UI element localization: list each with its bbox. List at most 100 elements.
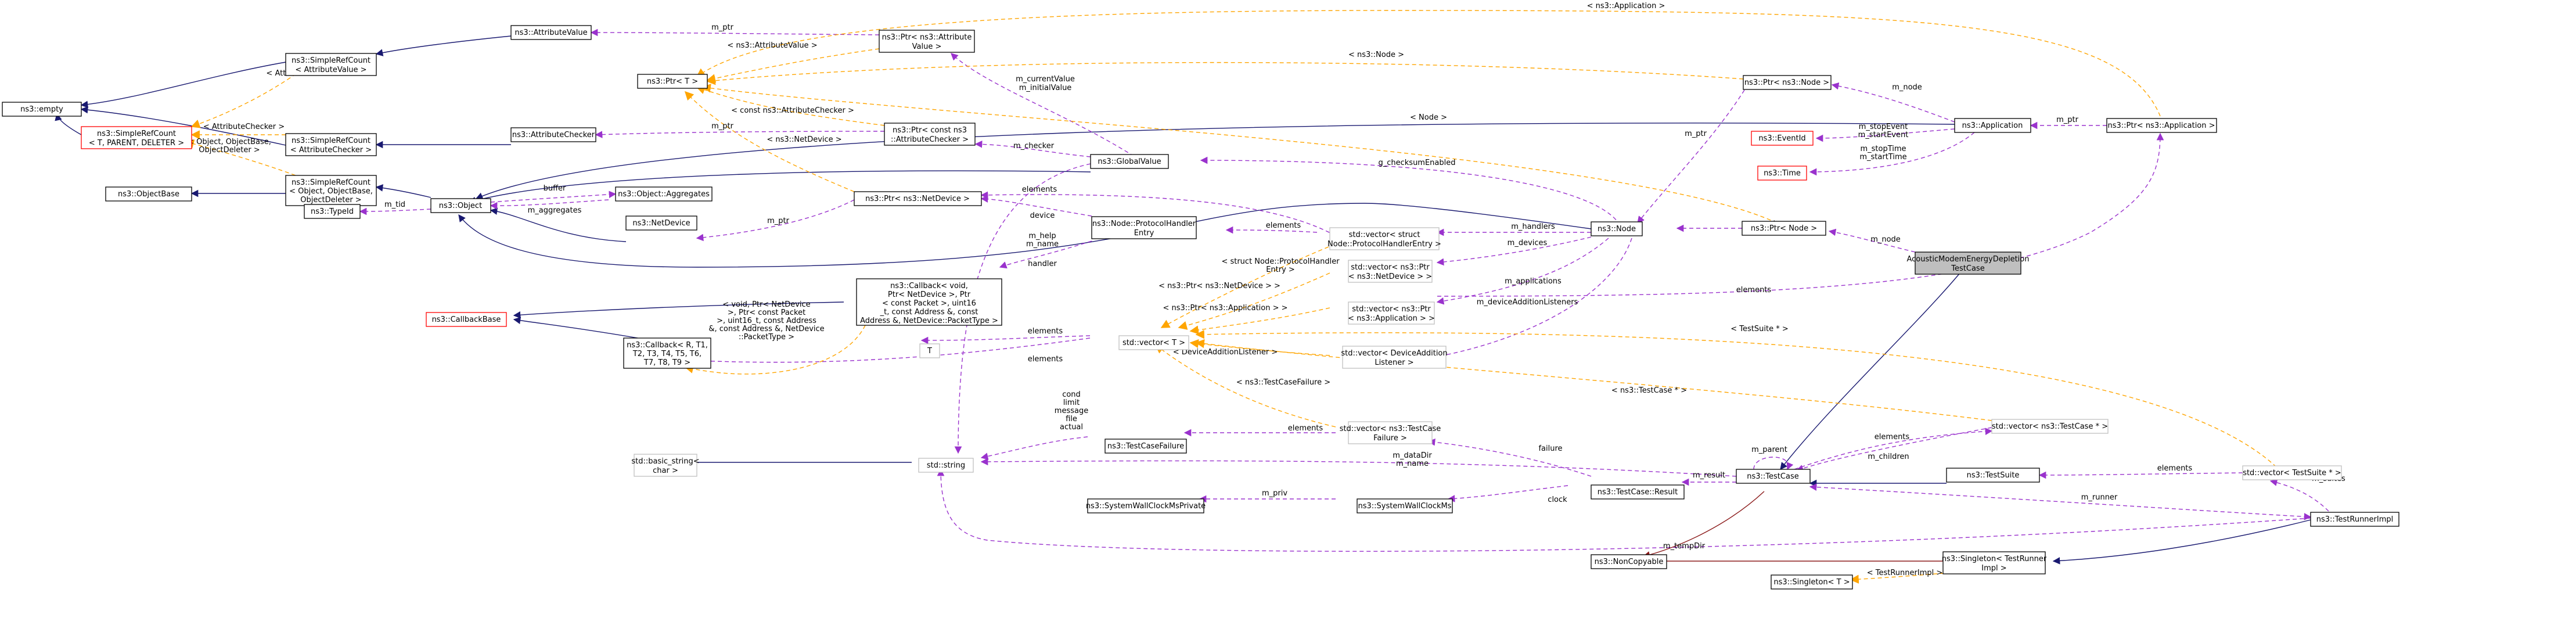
node-netDevice[interactable]: ns3::NetDevice [625,215,697,231]
edge-label: m_devices [1508,239,1548,247]
node-time[interactable]: ns3::Time [1757,166,1807,181]
node-label: std::vector< TestSuite * > [2243,469,2341,477]
node-label: ns3::AttributeValue [515,28,587,37]
edge-label: ObjectDeleter > [199,146,260,155]
node-attrChecker[interactable]: ns3::AttributeChecker [510,127,596,142]
edge-tmpl-ptrAttrValue-ptrT [706,48,880,83]
node-label: ns3::Time [1764,169,1801,178]
edge-use-application-time [1809,132,1975,176]
node-ptrT[interactable]: ns3::Ptr< T > [637,74,708,89]
node-ptrNode[interactable]: ns3::Ptr< ns3::Node > [1743,75,1832,90]
node-label: ns3::GlobalValue [1098,157,1161,166]
node-node[interactable]: ns3::Node [1591,221,1643,236]
edge-use-node-vecDevAdd [1436,238,1632,360]
node-vectorT[interactable]: std::vector< T > [1118,335,1189,350]
node-nonCopyable[interactable]: ns3::NonCopyable [1591,554,1667,569]
edge-use-vecTestCasePtr-testCase [1796,427,1992,472]
node-testCaseFailure[interactable]: ns3::TestCaseFailure [1104,439,1187,454]
edge-label: m_priv [1262,489,1287,498]
node-label: ns3::NetDevice [632,219,690,228]
node-label: ns3::Ptr< const ns3::AttributeChecker > [891,126,969,144]
node-ptrNode2[interactable]: ns3::Ptr< Node > [1742,221,1826,236]
edge-label: elements [1028,327,1063,336]
edge-label: m_tid [384,200,405,209]
edge-use-testCaseResult-vecTCF [1427,438,1592,477]
node-vecNetDevice[interactable]: std::vector< ns3::Ptr< ns3::NetDevice > … [1348,260,1433,283]
node-swcm[interactable]: ns3::SystemWallClockMs [1357,498,1453,513]
node-label: std::vector< ns3::Ptr< ns3::Application … [1348,305,1435,323]
node-callbackVoid[interactable]: ns3::Callback< void,Ptr< NetDevice >, Pt… [856,278,1002,326]
node-srcAttrValue[interactable]: ns3::SimpleRefCount< AttributeValue > [285,53,377,76]
node-attrValue[interactable]: ns3::AttributeValue [510,25,592,40]
edge-inherit-callbackVoid-base [513,301,844,319]
node-application[interactable]: ns3::Application [1954,118,2031,133]
node-vecTestSuitePtr[interactable]: std::vector< TestSuite * > [2242,465,2342,480]
edge-label: m_ptr [1685,130,1707,138]
node-label: ns3::Callback< void,Ptr< NetDevice >, Pt… [860,282,998,325]
node-srcAttrChecker[interactable]: ns3::SimpleRefCount< AttributeChecker > [285,133,377,156]
node-callbackBase[interactable]: ns3::CallbackBase [426,312,507,327]
edge-tmpl-vecProto-vectorT [1160,241,1342,328]
node-label: ns3::Singleton< T > [1773,578,1850,587]
edge-tmpl-srcAttrValue-srcTemplate [190,69,303,128]
node-eventId[interactable]: ns3::EventId [1751,131,1814,146]
edge-label: message [1055,407,1088,415]
node-vecTestCasePtr[interactable]: std::vector< ns3::TestCase * > [1991,419,2109,434]
edge-label: elements [2157,464,2193,473]
node-empty[interactable]: ns3::empty [2,102,82,117]
node-ptrNetDevice[interactable]: ns3::Ptr< ns3::NetDevice > [854,191,982,206]
node-testCaseResult[interactable]: ns3::TestCase::Result [1591,484,1685,500]
node-aggregates[interactable]: ns3::Object::Aggregates [615,186,713,202]
edge-label: m_currentValue [1016,75,1075,84]
node-srcTemplate[interactable]: ns3::SimpleRefCount< T, PARENT, DELETER … [81,126,192,149]
node-testSuite[interactable]: ns3::TestSuite [1946,468,2040,483]
edge-use-ptrAttrValue-attrValue [590,28,880,37]
node-objectBase[interactable]: ns3::ObjectBase [105,186,192,202]
edge-label: m_applications [1505,277,1562,286]
node-callbackT[interactable]: ns3::Callback< R, T1,T2, T3, T4, T5, T6,… [623,337,711,369]
node-stdString[interactable]: std::string [918,458,974,473]
node-label: ns3::CallbackBase [432,315,501,324]
edge-use-vecApp-ptrApplication [1437,132,2164,297]
edge-inherit-srcTemplate-empty [55,113,82,135]
node-swcmPrivate[interactable]: ns3::SystemWallClockMsPrivate [1086,498,1206,513]
node-testCase[interactable]: ns3::TestCase [1736,469,1811,484]
edge-tmpl-vecNetDev-vectorT [1178,272,1330,330]
node-object[interactable]: ns3::Object [430,198,491,213]
edge-label: < TestRunnerImpl > [1867,569,1943,577]
edge-label: Entry > [1266,265,1295,274]
edge-label: elements [1288,424,1323,433]
node-globalValue[interactable]: ns3::GlobalValue [1090,154,1169,169]
node-ptrApplication[interactable]: ns3::Ptr< ns3::Application > [2106,118,2217,133]
edge-label: >, Ptr< const Packet [728,308,805,317]
edge-tmpl-vecTestSuitePtr-vectorT [1195,330,2277,468]
edge-use-aggregates-object [490,199,609,210]
node-ptrAttrChecker[interactable]: ns3::Ptr< const ns3::AttributeChecker > [884,123,976,146]
edge-label: < struct Node::ProtocolHandler [1221,257,1340,266]
node-basicString[interactable]: std::basic_string<char > [631,454,700,477]
edge-label: elements [1022,185,1057,194]
edge-label: m_help [1028,232,1056,240]
node-vecApplication[interactable]: std::vector< ns3::Ptr< ns3::Application … [1348,301,1435,325]
edge-inherit-attrValue-src [375,35,512,56]
node-singletonT[interactable]: ns3::Singleton< T > [1771,574,1853,590]
node-typeId[interactable]: ns3::TypeId [304,204,361,219]
edge-use-vectorT-T [920,335,1091,344]
node-T[interactable]: T [919,343,940,358]
node-label: ns3::EventId [1758,134,1805,143]
edge-tmpl-ptrAttrChecker-ptrT [696,85,885,126]
node-testRunnerImpl[interactable]: ns3::TestRunnerImpl [2310,512,2399,527]
edge-label: device [1030,211,1055,220]
edge-use-globalValue-ptrAttrValue [951,53,1146,164]
node-srcObject[interactable]: ns3::SimpleRefCount< Object, ObjectBase,… [285,175,377,206]
edge-label: actual [1060,423,1083,432]
edge-inherit-acoustic-testCase [1780,272,1961,470]
